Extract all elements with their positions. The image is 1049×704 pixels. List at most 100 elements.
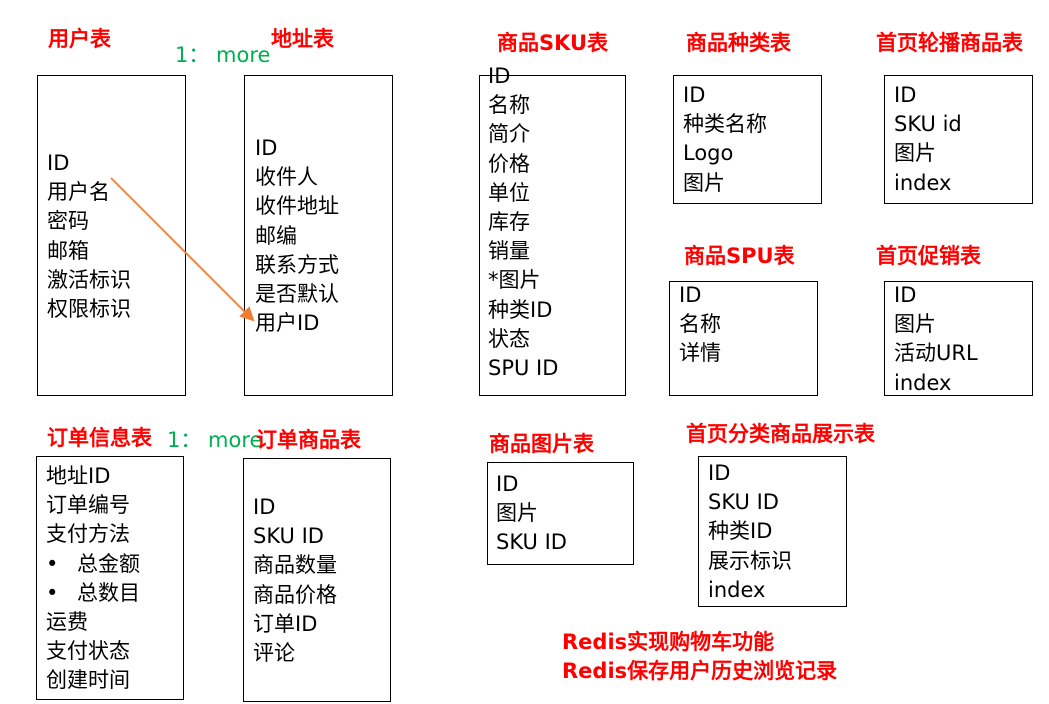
order-table-fields: 地址ID 订单编号 支付方法 总金额 总数目 运费 支付状态 创建时间 <box>46 462 140 696</box>
field: 种类名称 <box>683 112 767 137</box>
field: 用户ID <box>255 311 320 336</box>
field: Logo <box>683 141 734 166</box>
field: 运费 <box>46 609 88 634</box>
field: SPU ID <box>488 355 559 380</box>
redis-note-history: Redis保存用户历史浏览记录 <box>562 659 838 683</box>
field: 评论 <box>253 640 295 665</box>
field: 图片 <box>683 170 725 195</box>
order-goods-table-box <box>243 458 391 702</box>
field: 图片 <box>894 312 936 337</box>
promotion-table-fields: ID 图片 活动URL index <box>894 281 978 398</box>
address-table-box <box>244 75 393 396</box>
category-table-title: 商品种类表 <box>686 31 791 55</box>
promotion-table-box <box>884 281 1033 396</box>
index-category-table-title: 首页分类商品展示表 <box>686 422 875 446</box>
banner-table-fields: ID SKU id 图片 index <box>894 81 962 198</box>
field: 名称 <box>488 93 530 118</box>
field: 用户名 <box>47 180 110 205</box>
category-table-fields: ID 种类名称 Logo 图片 <box>683 81 767 198</box>
field: index <box>894 170 952 195</box>
field: *图片 <box>488 268 541 293</box>
field: ID <box>894 283 917 307</box>
field: 收件地址 <box>255 194 339 219</box>
sku-table-box <box>479 75 626 396</box>
redis-note-cart: Redis实现购物车功能 <box>562 630 775 654</box>
address-table-fields: ID 收件人 收件地址 邮编 联系方式 是否默认 用户ID <box>255 134 339 338</box>
index-category-table-fields: ID SKU ID 种类ID 展示标识 index <box>708 459 792 605</box>
field: ID <box>47 151 70 175</box>
user-table-fields: ID 用户名 密码 邮箱 激活标识 权限标识 <box>47 149 131 324</box>
field: ID <box>683 83 706 107</box>
field: ID <box>894 83 917 107</box>
order-goods-table-title: 订单商品表 <box>256 428 361 452</box>
field: SKU ID <box>708 490 779 515</box>
image-table-title: 商品图片表 <box>489 432 594 456</box>
field: 创建时间 <box>46 668 130 693</box>
field: 订单编号 <box>46 493 130 518</box>
field: index <box>708 577 766 602</box>
field: 是否默认 <box>255 281 339 306</box>
relation-user-address: 1： more <box>175 43 271 67</box>
field: 邮箱 <box>47 238 89 263</box>
field: 总数目 <box>46 579 140 608</box>
field: 种类ID <box>488 297 553 322</box>
sku-table-title: 商品SKU表 <box>497 31 609 55</box>
field: 展示标识 <box>708 548 792 573</box>
arrow-user-to-address <box>110 177 255 322</box>
field: ID <box>253 495 276 519</box>
user-table-box <box>37 75 186 396</box>
field: 地址ID <box>46 464 111 488</box>
order-table-box <box>36 456 184 700</box>
field: 权限标识 <box>47 296 131 321</box>
field: 联系方式 <box>255 252 339 277</box>
field: ID <box>708 461 731 485</box>
spu-table-box <box>669 281 818 396</box>
user-table-title: 用户表 <box>48 27 111 51</box>
promotion-table-title: 首页促销表 <box>876 244 981 268</box>
banner-table-title: 首页轮播商品表 <box>876 31 1023 55</box>
field: 收件人 <box>255 165 318 190</box>
spu-table-fields: ID 名称 详情 <box>679 281 721 369</box>
field: 激活标识 <box>47 267 131 292</box>
field: ID <box>255 136 278 160</box>
relation-order-items: 1： more <box>167 428 263 452</box>
field: 图片 <box>496 501 538 526</box>
index-category-table-box <box>698 456 847 607</box>
field: ID <box>679 283 702 307</box>
spu-table-title: 商品SPU表 <box>684 244 795 268</box>
field: 邮编 <box>255 223 297 248</box>
field: 单位 <box>488 180 530 205</box>
image-table-box <box>487 462 634 565</box>
field: 名称 <box>679 312 721 337</box>
field: 支付状态 <box>46 639 130 664</box>
image-table-fields: ID 图片 SKU ID <box>496 470 567 558</box>
order-table-title: 订单信息表 <box>47 426 152 450</box>
field: 详情 <box>679 341 721 366</box>
field: ID <box>496 472 519 496</box>
field: 总金额 <box>46 550 140 579</box>
field: 活动URL <box>894 341 978 366</box>
field: index <box>894 370 952 395</box>
field: 库存 <box>488 209 530 234</box>
field: ID <box>488 64 511 88</box>
field: 价格 <box>488 151 530 176</box>
sku-table-fields: ID 名称 简介 价格 单位 库存 销量 *图片 种类ID 状态 SPU ID <box>488 62 558 383</box>
field: 销量 <box>488 239 530 264</box>
address-table-title: 地址表 <box>271 27 334 51</box>
field: 状态 <box>488 326 530 351</box>
field: 订单ID <box>253 611 318 636</box>
banner-table-box <box>884 75 1033 204</box>
field: 图片 <box>894 141 936 166</box>
field: SKU ID <box>253 524 324 549</box>
field: SKU id <box>894 112 962 137</box>
order-goods-table-fields: ID SKU ID 商品数量 商品价格 订单ID 评论 <box>253 493 337 668</box>
field: 支付方法 <box>46 522 130 547</box>
category-table-box <box>673 75 822 204</box>
field: 商品价格 <box>253 582 337 607</box>
field: 简介 <box>488 122 530 147</box>
field: 种类ID <box>708 519 773 544</box>
field: 密码 <box>47 209 89 234</box>
field: 商品数量 <box>253 553 337 578</box>
